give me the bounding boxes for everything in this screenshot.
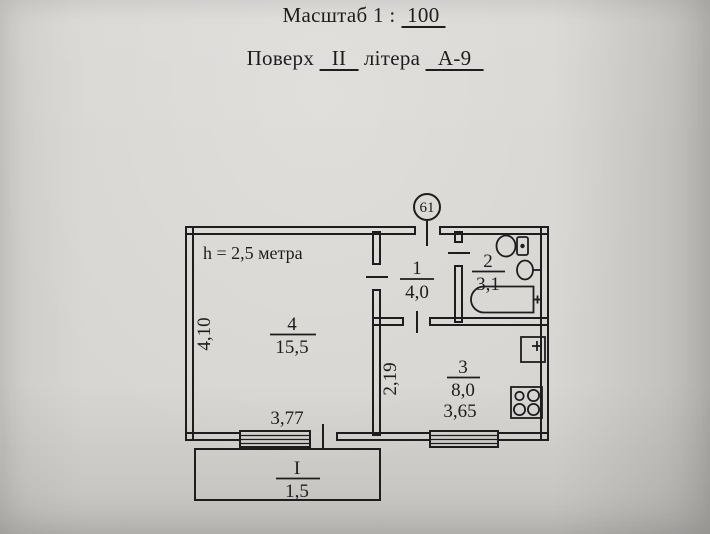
room-area: 3,1 (476, 274, 500, 295)
window-glazing-lines (240, 434, 310, 445)
dim-kitchen-height: 2,19 (380, 362, 401, 395)
floor-label: Поверх (246, 46, 315, 70)
wall-segment (185, 226, 194, 441)
windows (239, 430, 499, 448)
window-glazing-lines (430, 434, 498, 445)
bathtub-icon (470, 285, 541, 314)
balcony-outline (194, 448, 381, 501)
wall-segment (454, 265, 463, 323)
room-label-balcony: I 1,5 (285, 458, 309, 502)
room-number: 3 (458, 357, 468, 378)
scale-value: 100 (401, 4, 446, 29)
stove-icon (510, 386, 543, 419)
letter-value: А-9 (425, 47, 484, 72)
room-number: 4 (287, 314, 297, 335)
kitchen-sink-icon (520, 336, 546, 363)
room-number: 1 (412, 258, 422, 279)
wall-segment (185, 432, 241, 441)
room-label-living-room: 4 15,5 (275, 314, 308, 358)
scale-label: Масштаб 1 : (282, 3, 396, 27)
toilet-icon (495, 234, 529, 258)
room-area: 8,0 (451, 380, 475, 401)
scale-line: Масштаб 1 : 100 (282, 3, 446, 29)
dim-living-room-height: 4,10 (194, 317, 215, 350)
room-number: 2 (483, 251, 493, 272)
floor-letter-line: Поверх II літера А-9 (246, 46, 484, 72)
room-area: 1,5 (285, 481, 309, 502)
wall-segment (372, 289, 381, 436)
unit-number-circle (413, 193, 441, 221)
room-label-kitchen: 3 8,0 (451, 357, 475, 401)
room-label-bathroom: 2 3,1 (476, 251, 500, 295)
internal-walls (372, 231, 549, 436)
wall-segment (336, 432, 431, 441)
room-number: I (294, 458, 300, 479)
outer-walls (185, 226, 549, 441)
kitchen-fixtures (510, 336, 546, 419)
wall-segment (372, 317, 404, 326)
wall-segment (454, 231, 463, 243)
letter-label: літера (363, 46, 421, 70)
room-label-hallway: 1 4,0 (405, 258, 429, 303)
wall-segment (372, 231, 381, 265)
floor-value: II (319, 47, 359, 72)
fraction-lines (270, 270, 505, 480)
dim-living-room-width: 3,77 (270, 408, 303, 429)
unit-number: 61 (420, 200, 435, 216)
wall-segment (429, 317, 549, 326)
room-area: 4,0 (405, 282, 429, 303)
ceiling-height-note: h = 2,5 метра (203, 243, 303, 263)
dim-kitchen-width: 3,65 (443, 401, 476, 422)
door-marks (322, 220, 470, 449)
washbasin-icon (516, 259, 541, 281)
room-area: 15,5 (275, 337, 308, 358)
bathroom-fixtures (470, 234, 541, 314)
